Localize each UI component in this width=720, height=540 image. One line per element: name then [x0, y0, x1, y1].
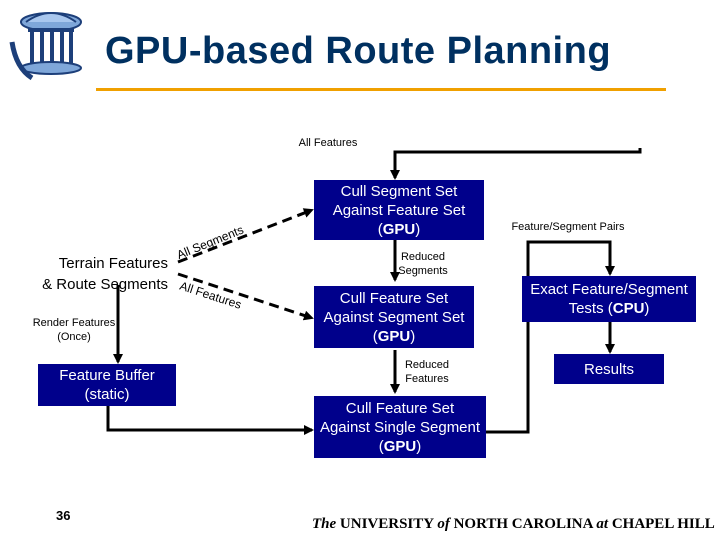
paren-close: ) — [410, 327, 416, 345]
reduced-features-line-2: Features — [405, 373, 449, 385]
arrow-all-features-diag — [177, 272, 314, 321]
paren-close: ) — [415, 220, 421, 238]
footer-chapel-hill: CHAPEL HILL — [608, 516, 715, 532]
footer-university: The UNIVERSITY of NORTH CAROLINA at CHAP… — [312, 516, 715, 533]
label-all-features-top: All Features — [298, 137, 358, 149]
label-reduced-features: Reduced Features — [392, 358, 462, 386]
cull-feature-line-2: Against Segment Set — [323, 308, 465, 326]
reduced-features-line-1: Reduced — [404, 359, 450, 371]
paren-open: ( — [372, 327, 378, 345]
reduced-segments-line-2: Segments — [398, 265, 448, 277]
label-reduced-segments: Reduced Segments — [388, 250, 458, 278]
label-feature-segment-pairs: Feature/Segment Pairs — [511, 221, 625, 233]
gpu-label: GPU — [382, 220, 416, 238]
footer-university-word: UNIVERSITY — [336, 516, 438, 532]
footer-the: The — [312, 516, 337, 532]
paren-close: ) — [644, 300, 650, 317]
box-feature-buffer: Feature Buffer (static) — [38, 364, 176, 406]
paren-open: ( — [377, 220, 383, 238]
results-label: Results — [583, 360, 635, 378]
render-line-1: Render Features — [32, 317, 116, 329]
label-render-features: Render Features (Once) — [24, 316, 124, 344]
feature-buffer-line-2: (static) — [84, 386, 130, 403]
cull-segment-line-3: (GPU) — [378, 220, 421, 239]
paren-close: ) — [416, 437, 422, 455]
footer-north-carolina: NORTH CAROLINA — [449, 516, 597, 532]
exact-tests-prefix: Tests ( — [568, 300, 613, 317]
gpu-label: GPU — [377, 327, 411, 345]
feature-buffer-line-1: Feature Buffer — [59, 367, 155, 384]
arrow-all-segments — [177, 208, 314, 264]
cull-feature-line-3: (GPU) — [373, 327, 416, 346]
exact-line-1: Exact Feature/Segment — [530, 281, 688, 298]
terrain-line-2: & Route Segments — [42, 276, 168, 293]
box-exact-tests: Exact Feature/Segment Tests (CPU) — [522, 276, 696, 322]
cull-single-line-2: Against Single Segment — [319, 418, 481, 436]
arrow-feature-segment-pairs — [486, 240, 615, 434]
cull-single-line-3: (GPU) — [379, 437, 422, 456]
arrow-buffer-to-cull-single — [106, 406, 314, 435]
exact-line-2: Tests (CPU) — [569, 299, 650, 318]
box-results: Results — [554, 354, 664, 384]
footer-at: at — [596, 516, 609, 532]
old-well-icon — [9, 12, 82, 81]
render-line-2: (Once) — [57, 331, 91, 343]
cull-segment-line-2: Against Feature Set — [332, 201, 466, 219]
box-cull-feature-set: Cull Feature Set Against Segment Set (GP… — [314, 286, 474, 348]
terrain-line-1: Terrain Features — [58, 255, 168, 272]
title-underline — [96, 88, 666, 91]
cpu-label: CPU — [612, 300, 645, 317]
footer-of: of — [437, 516, 450, 532]
page-title: GPU-based Route Planning — [105, 30, 612, 72]
page-number: 36 — [56, 508, 71, 523]
paren-open: ( — [378, 437, 384, 455]
reduced-segments-line-1: Reduced — [400, 251, 446, 263]
cull-single-line-1: Cull Feature Set — [345, 399, 455, 417]
cull-segment-line-1: Cull Segment Set — [340, 182, 458, 200]
input-terrain-features: Terrain Features & Route Segments — [30, 253, 168, 295]
box-cull-segment-set: Cull Segment Set Against Feature Set (GP… — [314, 180, 484, 240]
arrow-all-features-top — [390, 148, 642, 180]
gpu-label: GPU — [383, 437, 417, 455]
box-cull-single-segment: Cull Feature Set Against Single Segment … — [314, 396, 486, 458]
cull-feature-line-1: Cull Feature Set — [339, 289, 449, 307]
